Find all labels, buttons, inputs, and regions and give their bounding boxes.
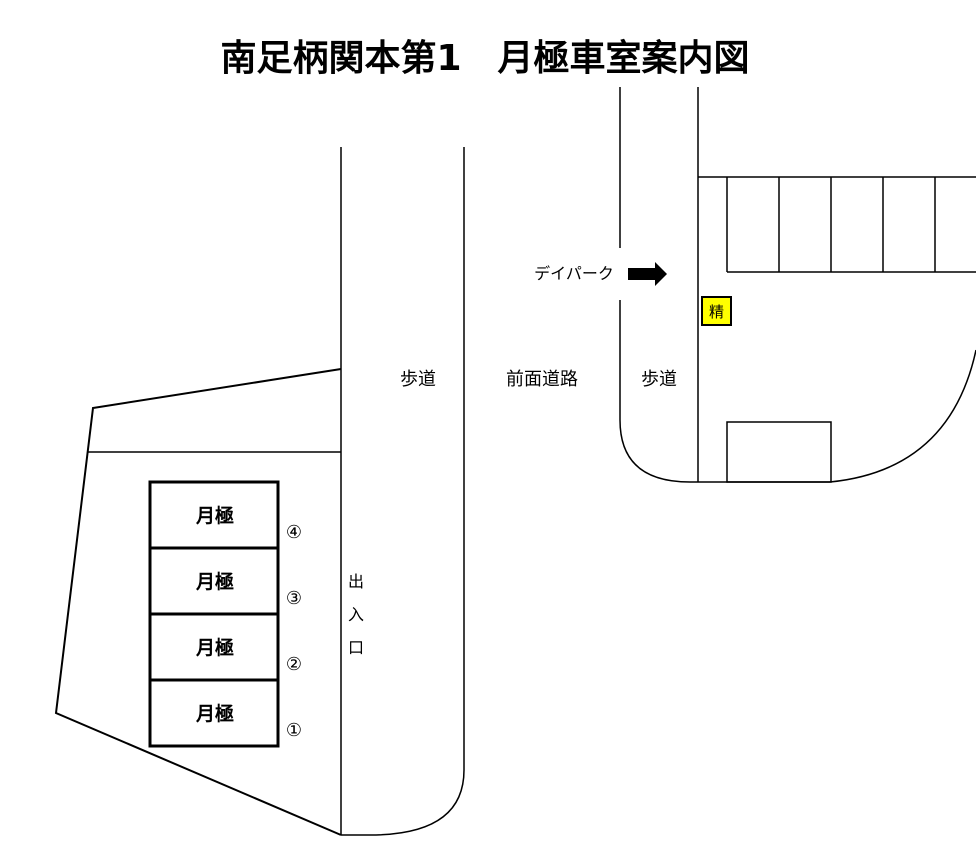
entrance-label: 入: [348, 605, 364, 624]
sidewalk-left-label: 歩道: [400, 369, 436, 390]
monthly-stalls: 月極 月極 月極 月極 ④ ③ ② ①: [148, 480, 302, 748]
stall-number: ③: [286, 588, 302, 609]
stall-label: 月極: [195, 636, 234, 659]
arrow-right-icon: [628, 262, 667, 286]
front-road-lines: [54, 147, 465, 836]
sidewalk-right-label: 歩道: [641, 369, 677, 390]
stall-number: ①: [286, 720, 302, 741]
stall-number: ④: [286, 522, 302, 543]
stall-number: ②: [286, 654, 302, 675]
payment-machine-box: [701, 296, 732, 326]
payment-label: 精: [709, 303, 724, 321]
stall-label: 月極: [195, 702, 234, 725]
daypark-label: デイパーク: [534, 264, 614, 283]
map-title: 南足柄関本第1 月極車室案内図: [220, 38, 749, 79]
daypark-lot-lines: [619, 87, 976, 483]
stall-label: 月極: [195, 570, 234, 593]
entrance-label: 出: [348, 572, 364, 591]
entrance-label: 口: [348, 638, 364, 657]
front-road-label: 前面道路: [506, 369, 578, 390]
stall-1: [148, 678, 280, 748]
stall-label: 月極: [195, 504, 234, 527]
